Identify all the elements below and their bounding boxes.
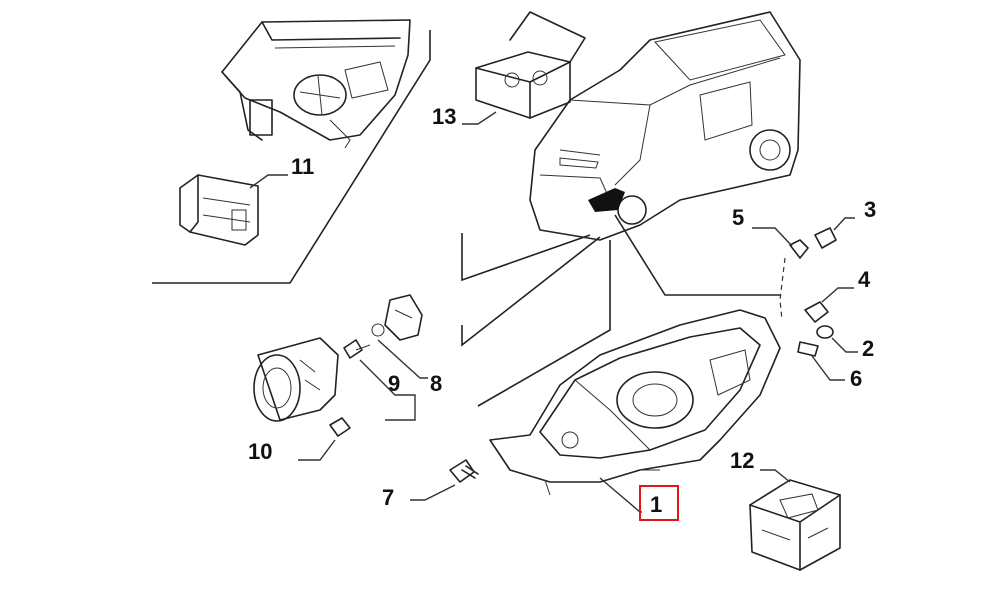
headlamp-assembly-part-1 [489, 309, 781, 513]
bolt-part-7 [410, 459, 479, 501]
connector-kit-box-part-12 [749, 469, 841, 571]
van-illustration [529, 11, 801, 241]
switch-module-part-11 [179, 174, 288, 246]
callout-8[interactable]: 8 [430, 371, 442, 396]
callout-13[interactable]: 13 [432, 104, 456, 129]
callout-4[interactable]: 4 [858, 267, 871, 292]
selected-part-highlight [639, 485, 679, 521]
callout-11[interactable]: 11 [291, 154, 314, 179]
bulb-kit-box-part-13 [462, 11, 586, 125]
fasteners-part-2-4-6 [797, 287, 858, 381]
callout-10[interactable]: 10 [248, 439, 272, 464]
callout-3[interactable]: 3 [864, 197, 876, 222]
callout-2[interactable]: 2 [862, 336, 874, 361]
callout-5[interactable]: 5 [732, 205, 744, 230]
dashboard-illustration [221, 19, 411, 149]
callout-1[interactable]: 1 [650, 492, 662, 517]
callout-7[interactable]: 7 [382, 485, 394, 510]
fog-lamp-assembly-part-8-9-10 [253, 294, 428, 461]
callout-12[interactable]: 12 [730, 448, 754, 473]
callout-9[interactable]: 9 [388, 371, 400, 396]
section-dividers [152, 30, 780, 407]
callout-6[interactable]: 6 [850, 366, 862, 391]
callout-labels: 1 2 3 4 5 6 7 8 9 10 11 12 13 [248, 104, 876, 517]
side-bulbs-part-3-5 [752, 217, 855, 321]
